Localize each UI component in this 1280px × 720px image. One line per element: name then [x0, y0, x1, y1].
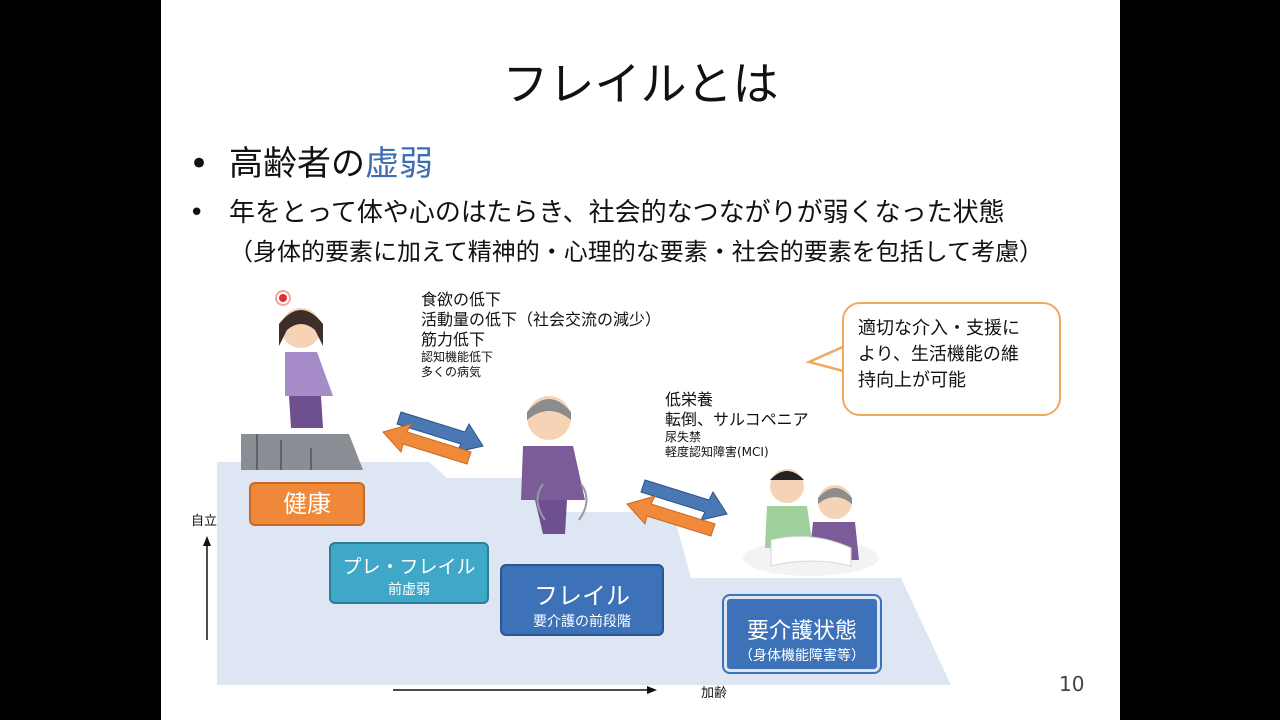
- stage-frail: フレイル 要介護の前段階: [500, 564, 664, 636]
- factors-lower: 低栄養 転倒、サルコペニア 尿失禁 軽度認知障害(MCI): [665, 390, 809, 460]
- bullet-note: （身体的要素に加えて精神的・心理的な要素・社会的要素を包括して考慮）: [229, 238, 1044, 266]
- factor-activity: 活動量の低下（社会交流の減少）: [421, 310, 662, 329]
- x-axis-label: 加齢: [701, 686, 728, 701]
- callout-line1: 適切な介入・支援に: [858, 318, 1020, 339]
- page-number: 10: [1059, 672, 1085, 696]
- stage-prefrail: プレ・フレイル 前虚弱: [329, 542, 489, 604]
- factor-malnutrition: 低栄養: [665, 390, 714, 409]
- intervention-callout: 適切な介入・支援に より、生活機能の維 持向上が可能: [842, 302, 1061, 416]
- bullet-frailty-definition: • 高齢者の虚弱: [189, 136, 433, 185]
- x-axis-arrowhead: [647, 686, 657, 694]
- factor-diseases: 多くの病気: [421, 365, 482, 379]
- arrow-improve-icon: [382, 423, 716, 537]
- stage-care-sub: （身体機能障害等）: [739, 648, 865, 664]
- stage-care: 要介護状態 （身体機能障害等）: [724, 596, 880, 672]
- slide-title: フレイルとは: [502, 57, 779, 111]
- healthy-woman-illustration: [241, 290, 363, 470]
- bullet1-prefix: 高齢者の: [229, 144, 365, 184]
- bullet-frailty-description: • 年をとって体や心のはたらき、社会的なつながりが弱くなった状態: [189, 192, 1005, 229]
- factor-cognition: 認知機能低下: [421, 350, 494, 364]
- factor-appetite: 食欲の低下: [421, 290, 502, 309]
- stage-care-label: 要介護状態: [746, 619, 857, 644]
- factors-upper: 食欲の低下 活動量の低下（社会交流の減少） 筋力低下 認知機能低下 多くの病気: [421, 290, 661, 380]
- y-axis-arrowhead: [203, 536, 211, 546]
- stage-frail-sub: 要介護の前段階: [533, 614, 631, 630]
- callout-line3: 持向上が可能: [858, 370, 966, 392]
- y-axis-label: 自立: [191, 514, 218, 529]
- slide: フレイルとは • 高齢者の虚弱 • 年をとって体や心のはたらき、社会的なつながりが弱…: [161, 0, 1120, 720]
- stage-prefrail-label: プレ・フレイル: [342, 556, 476, 578]
- frail-elderly-illustration: [521, 396, 588, 534]
- stage-healthy: 健康: [249, 482, 365, 526]
- bullet2-text: 年をとって体や心のはたらき、社会的なつながりが弱くなった状態: [229, 198, 1005, 228]
- factor-incontinence: 尿失禁: [665, 430, 702, 444]
- factor-muscle: 筋力低下: [421, 330, 486, 349]
- bullet-dot-icon: •: [189, 198, 205, 228]
- stage-healthy-label: 健康: [283, 490, 331, 518]
- bullet1-accent: 虚弱: [365, 144, 433, 184]
- bullet-dot-icon: •: [189, 144, 210, 184]
- stage-frail-label: フレイル: [534, 582, 630, 610]
- caregiver-illustration: [743, 469, 879, 576]
- callout-line2: より、生活機能の維: [858, 344, 1019, 366]
- factor-mci: 軽度認知障害(MCI): [665, 445, 769, 459]
- factor-fall: 転倒、サルコペニア: [665, 410, 809, 429]
- stage-prefrail-sub: 前虚弱: [388, 582, 430, 598]
